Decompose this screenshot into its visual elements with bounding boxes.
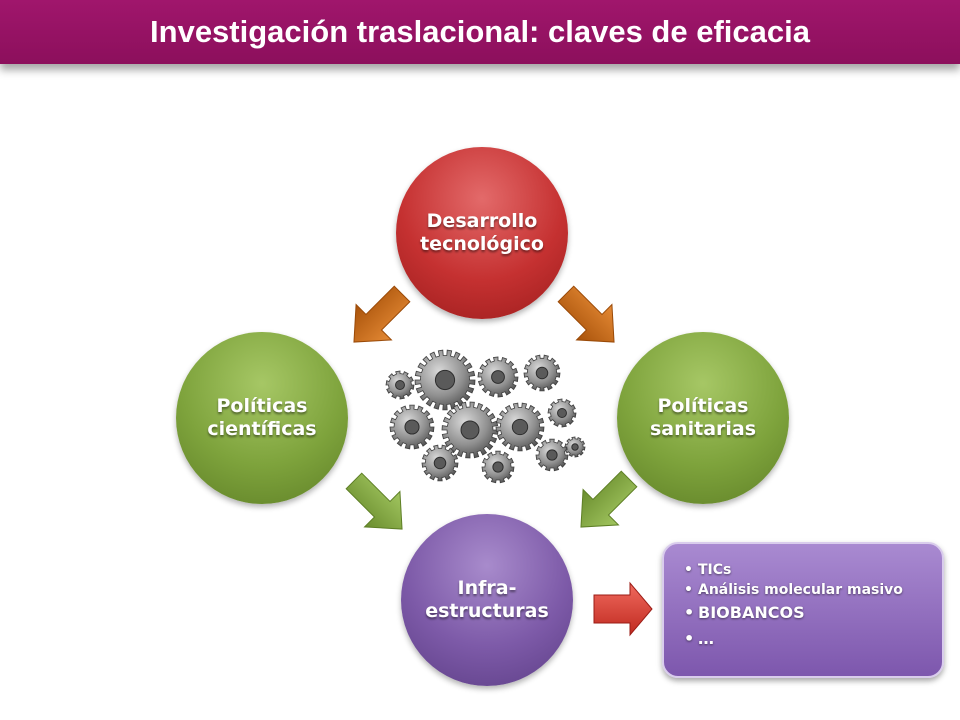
gear-hub (460, 420, 480, 440)
gear-hub (395, 380, 405, 390)
arrow-top-to-left (353, 285, 411, 343)
gear-hub (434, 369, 456, 391)
title-bar (0, 0, 960, 64)
arrow-bottom-to-box (593, 581, 653, 637)
list-item: … (684, 626, 942, 652)
list-item: BIOBANCOS (684, 600, 942, 626)
list-item: Análisis molecular masivo (684, 580, 942, 600)
node-label: Políticas sanitarias (649, 395, 757, 440)
gear-hub (492, 461, 504, 473)
gear-hub (511, 418, 529, 436)
node-label: Políticas científicas (207, 395, 317, 440)
node-politicas-sanitarias: Políticas sanitarias (617, 332, 789, 504)
gear-hub (546, 449, 558, 461)
arrow-top-to-right (557, 285, 615, 343)
gear-hub (433, 456, 447, 470)
node-infraestructuras: Infra- estructuras (401, 514, 573, 686)
gear-hub (491, 370, 505, 384)
gears-icon (385, 349, 586, 484)
node-label: Desarrollo tecnológico (420, 210, 544, 255)
arrow-right-to-bottom (580, 470, 638, 528)
gear-hub (571, 443, 579, 451)
detail-box: TICs Análisis molecular masivo BIOBANCOS… (662, 542, 944, 678)
arrow-left-to-bottom (345, 472, 403, 530)
page-title: Investigación traslacional: claves de ef… (150, 14, 810, 49)
node-politicas-cientificas: Políticas científicas (176, 332, 348, 504)
list-item: TICs (684, 560, 942, 580)
gear-hub (557, 408, 567, 418)
detail-list: TICs Análisis molecular masivo BIOBANCOS… (664, 544, 942, 652)
node-desarrollo-tecnologico: Desarrollo tecnológico (396, 147, 568, 319)
node-label: Infra- estructuras (425, 577, 549, 622)
gear-hub (404, 419, 420, 435)
gear-hub (535, 366, 549, 380)
